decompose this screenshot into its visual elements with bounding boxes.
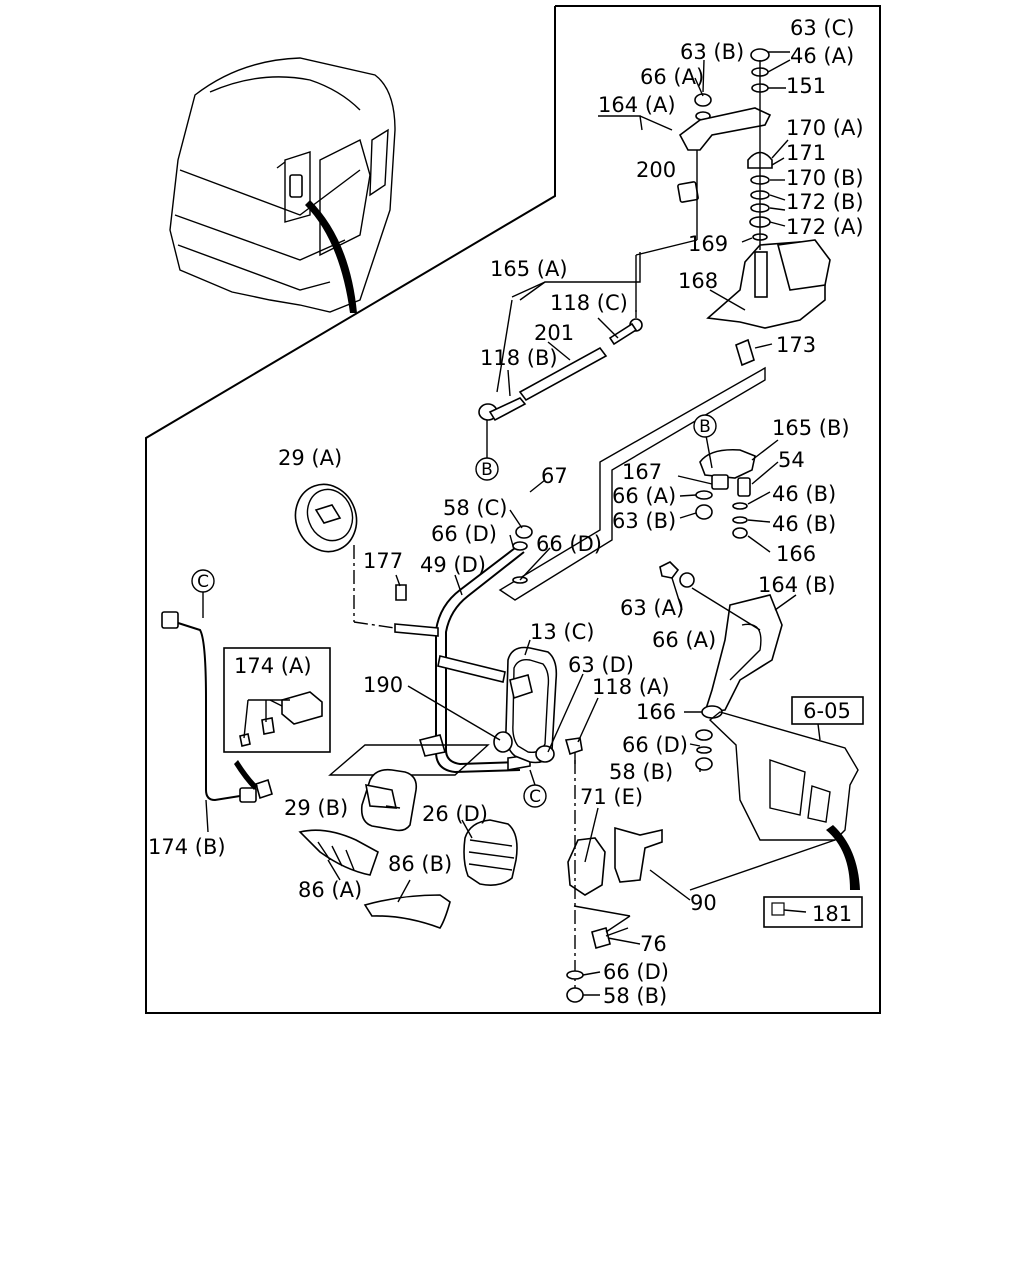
label-63b-mid: 63 (B) (612, 509, 676, 533)
label-66d-1: 66 (D) (431, 522, 497, 546)
label-49d: 49 (D) (420, 553, 486, 577)
part-labels: 63 (C) 46 (A) 63 (B) 66 (A) 151 164 (A) … (148, 16, 864, 1008)
label-46b-2: 46 (B) (772, 512, 836, 536)
label-66d-4: 66 (D) (603, 960, 669, 984)
label-29b: 29 (B) (284, 796, 348, 820)
label-76: 76 (640, 932, 667, 956)
label-71e: 71 (E) (580, 785, 643, 809)
label-166-1: 166 (776, 542, 816, 566)
label-46b-1: 46 (B) (772, 482, 836, 506)
label-201: 201 (534, 321, 574, 345)
label-165a: 165 (A) (490, 257, 568, 281)
label-174a: 174 (A) (234, 654, 312, 678)
label-172b: 172 (B) (786, 190, 864, 214)
label-170b: 170 (B) (786, 166, 864, 190)
wire-harness-174b (161, 611, 331, 803)
label-173: 173 (776, 333, 816, 357)
label-166-2: 166 (636, 700, 676, 724)
svg-text:B: B (699, 417, 711, 437)
callout-b-lower: B (475, 457, 499, 481)
diagram-frame (145, 5, 881, 1014)
svg-text:B: B (481, 460, 493, 480)
svg-text:C: C (197, 572, 209, 592)
label-63a: 63 (A) (620, 596, 684, 620)
label-63b-top: 63 (B) (680, 40, 744, 64)
label-181: 181 (812, 902, 852, 926)
label-26d: 26 (D) (422, 802, 488, 826)
label-6-05: 6-05 (803, 699, 851, 723)
label-66a-mid: 66 (A) (612, 484, 676, 508)
rod-165a-assembly (478, 150, 698, 432)
label-165b: 165 (B) (772, 416, 850, 440)
label-172a: 172 (A) (786, 215, 864, 239)
label-13c: 13 (C) (530, 620, 594, 644)
label-118b: 118 (B) (480, 346, 558, 370)
upper-linkage-assembly (677, 48, 831, 367)
bracket-71e-group (566, 760, 663, 1003)
label-169: 169 (688, 232, 728, 256)
label-54: 54 (778, 448, 805, 472)
callout-b-upper: B (693, 414, 717, 438)
small-part-icon (771, 902, 785, 916)
reference-box-605 (791, 696, 864, 725)
label-170a: 170 (A) (786, 116, 864, 140)
label-171: 171 (786, 141, 826, 165)
label-63c: 63 (C) (790, 16, 854, 40)
label-66d-2: 66 (D) (536, 532, 602, 556)
label-66a-top: 66 (A) (640, 65, 704, 89)
label-200: 200 (636, 158, 676, 182)
label-63d: 63 (D) (568, 653, 634, 677)
mirror-lower-group (298, 744, 518, 929)
truck-cab-illustration (169, 57, 396, 313)
label-90: 90 (690, 891, 717, 915)
pointer-arrow-black (305, 200, 357, 313)
label-67: 67 (541, 464, 568, 488)
label-118c: 118 (C) (550, 291, 628, 315)
callout-c-lower: C (523, 784, 547, 808)
label-58b-2: 58 (B) (603, 984, 667, 1008)
label-58b-1: 58 (B) (609, 760, 673, 784)
label-174b: 174 (B) (148, 835, 226, 859)
floor-panel-605 (708, 711, 860, 890)
label-86b: 86 (B) (388, 852, 452, 876)
label-29a: 29 (A) (278, 446, 342, 470)
mirror-13c (493, 646, 583, 764)
label-168: 168 (678, 269, 718, 293)
label-164a: 164 (A) (598, 93, 676, 117)
label-177: 177 (363, 549, 403, 573)
label-167: 167 (622, 460, 662, 484)
label-58c: 58 (C) (443, 496, 507, 520)
label-118a: 118 (A) (592, 675, 670, 699)
lower-linkage-assembly (498, 366, 783, 771)
mirror-29a (294, 483, 358, 553)
label-164b: 164 (B) (758, 573, 836, 597)
svg-text:C: C (529, 787, 541, 807)
label-151: 151 (786, 74, 826, 98)
label-190: 190 (363, 673, 403, 697)
label-66d-3: 66 (D) (622, 733, 688, 757)
label-66a-low: 66 (A) (652, 628, 716, 652)
label-86a: 86 (A) (298, 878, 362, 902)
callout-c-left: C (191, 569, 215, 593)
leader-lines (202, 51, 836, 996)
label-46a: 46 (A) (790, 44, 854, 68)
